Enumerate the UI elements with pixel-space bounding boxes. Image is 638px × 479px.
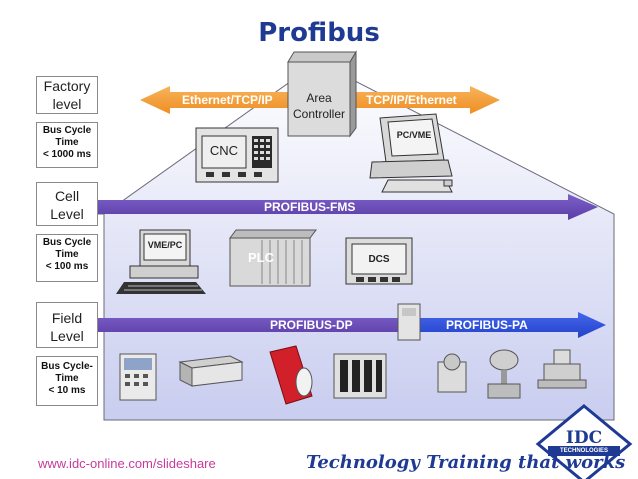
area-controller-line2: Controller xyxy=(292,107,346,121)
bus-cycle-field-line3: < 10 ms xyxy=(48,385,86,396)
cnc-machine xyxy=(195,127,279,183)
area-controller-server xyxy=(287,50,357,138)
pc-vme-label: PC/VME xyxy=(396,130,432,140)
bus-cycle-factory-line2: Time xyxy=(55,137,79,148)
vme-pc-label: VME/PC xyxy=(147,240,183,250)
profibus-pa-label: PROFIBUS-PA xyxy=(446,318,528,332)
bus-cycle-factory-line3: < 1000 ms xyxy=(42,149,92,160)
bus-cycle-cell-line2: Time xyxy=(55,249,79,260)
field-device-valve-actuator xyxy=(437,353,467,393)
bus-cycle-field-line1: Bus Cycle- xyxy=(41,361,93,372)
profibus-dp-label: PROFIBUS-DP xyxy=(270,318,353,332)
level-field: Field Level xyxy=(36,302,98,348)
bus-cycle-field-line2: Time xyxy=(55,373,79,384)
bus-cycle-factory-line1: Bus Cycle xyxy=(42,125,92,136)
dcs-panel xyxy=(345,237,413,285)
cnc-label: CNC xyxy=(209,143,239,158)
profibus-dp-arrow xyxy=(66,312,420,338)
field-device-drive xyxy=(269,345,313,405)
profibus-fms-label: PROFIBUS-FMS xyxy=(264,200,356,214)
field-device-control-valve xyxy=(487,349,521,399)
idc-logo-subtext: TECHNOLOGIES xyxy=(559,448,608,454)
level-factory: Factory level xyxy=(36,76,98,114)
level-field-line1: Field xyxy=(51,310,83,326)
pc-vme-workstation xyxy=(369,113,453,193)
field-device-remote-io xyxy=(333,353,387,399)
vme-pc-workstation xyxy=(116,229,206,294)
dp-pa-coupler xyxy=(397,303,421,341)
idc-logo-text: IDC xyxy=(565,428,603,448)
level-cell-line2: Level xyxy=(50,206,84,222)
ethernet-right-label: TCP/IP/Ethernet xyxy=(366,93,457,107)
level-cell: Cell Level xyxy=(36,182,98,226)
plc-label: PLC xyxy=(248,250,274,265)
footer-url[interactable]: www.idc-online.com/slideshare xyxy=(38,456,216,471)
idc-logo xyxy=(535,404,633,479)
field-device-flow-meter xyxy=(537,349,587,389)
bus-cycle-cell-line3: < 100 ms xyxy=(45,261,89,272)
page-title: Profibus xyxy=(258,18,380,48)
field-device-operator-panel xyxy=(119,353,157,401)
footer-slogan: Technology Training that works xyxy=(306,452,626,473)
level-factory-line2: level xyxy=(52,96,82,112)
level-factory-line1: Factory xyxy=(43,78,91,94)
bus-cycle-factory: Bus Cycle Time < 1000 ms xyxy=(36,122,98,168)
area-controller-line1: Area xyxy=(306,91,332,105)
dcs-label: DCS xyxy=(368,254,390,265)
bus-cycle-cell: Bus Cycle Time < 100 ms xyxy=(36,234,98,282)
ethernet-left-label: Ethernet/TCP/IP xyxy=(182,93,273,107)
level-cell-line1: Cell xyxy=(54,188,80,204)
field-device-io-terminal xyxy=(178,355,244,387)
profibus-pa-arrow xyxy=(420,312,606,338)
fms-bus-shape xyxy=(66,194,598,220)
plc-rack xyxy=(229,229,317,287)
bus-cycle-field: Bus Cycle- Time < 10 ms xyxy=(36,356,98,406)
area-controller-label: Area Controller xyxy=(288,90,350,122)
bus-cycle-cell-line1: Bus Cycle xyxy=(42,237,92,248)
level-field-line2: Level xyxy=(50,328,84,344)
